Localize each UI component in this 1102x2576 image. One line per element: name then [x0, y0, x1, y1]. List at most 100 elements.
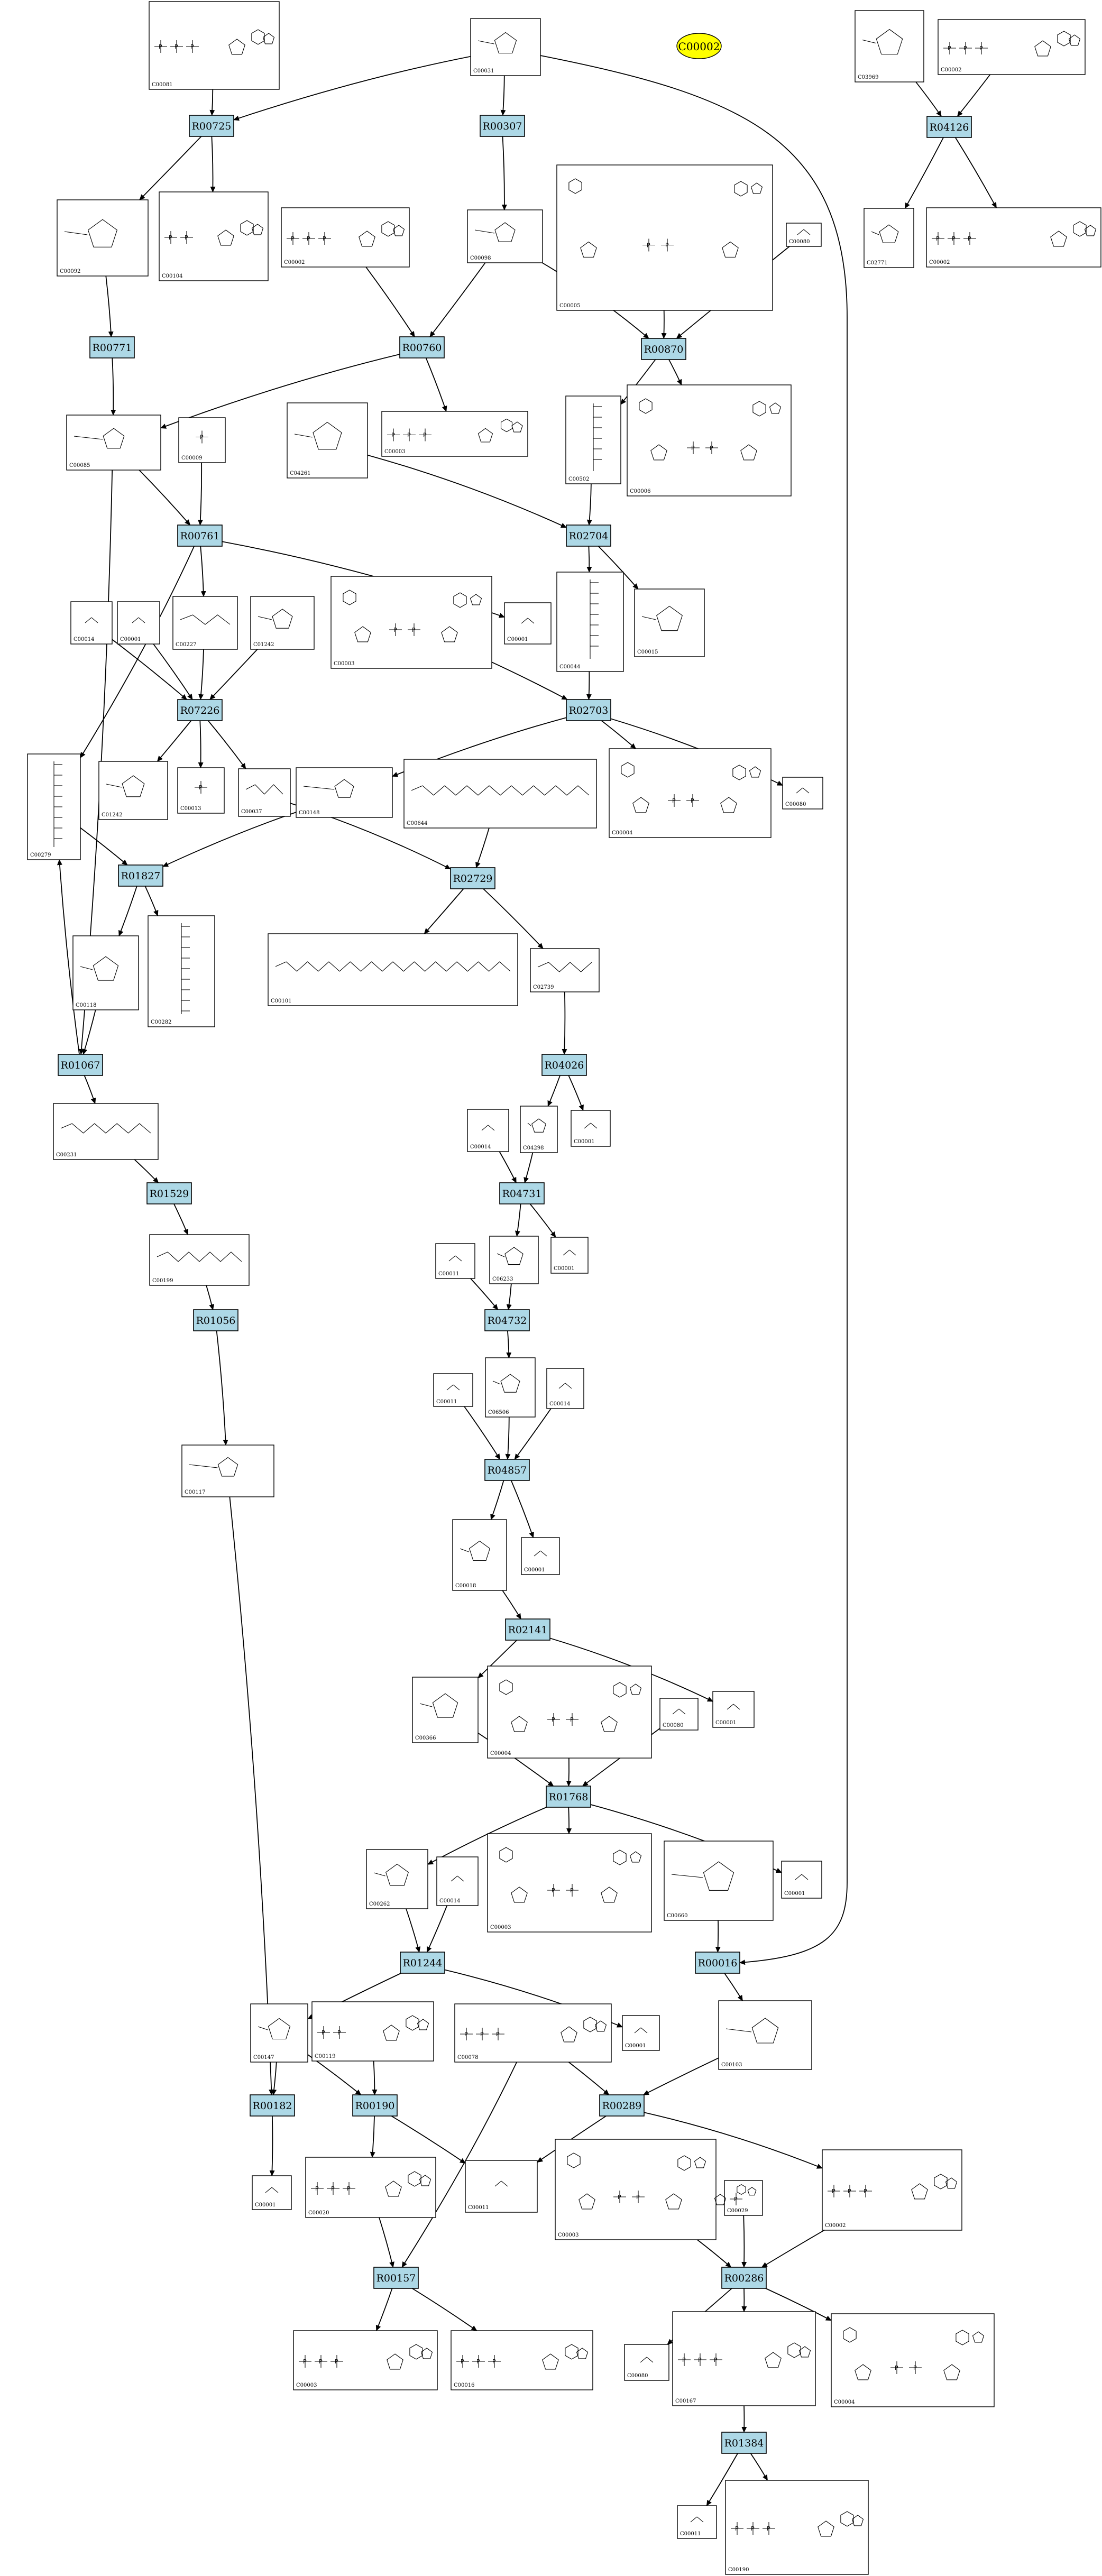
compound-n45[interactable]: C06233 — [489, 1236, 539, 1284]
compound-box[interactable] — [782, 777, 823, 809]
reaction-box[interactable] — [250, 2094, 295, 2117]
compound-n50[interactable]: C00014 — [546, 1368, 584, 1409]
reaction-node-r01827[interactable]: R01827 — [118, 864, 163, 887]
compound-n19[interactable]: C00014 — [70, 601, 113, 645]
compound-box[interactable] — [57, 199, 149, 277]
reaction-node-r00307[interactable]: R00307 — [480, 115, 525, 137]
compound-n42[interactable]: C00001 — [571, 1110, 611, 1147]
compound-n52[interactable]: C00001 — [521, 1537, 560, 1575]
compound-box[interactable] — [70, 601, 113, 645]
compound-box[interactable] — [381, 411, 528, 457]
compound-n58[interactable]: C00014 — [436, 1856, 479, 1906]
compound-n38[interactable]: C02739 — [530, 948, 600, 992]
compound-box[interactable] — [72, 935, 139, 1010]
reaction-node-r01529[interactable]: R01529 — [146, 1182, 192, 1204]
reaction-node-r00190[interactable]: R00190 — [352, 2094, 398, 2117]
compound-n65[interactable]: C00001 — [622, 2015, 660, 2051]
compound-box[interactable] — [546, 1368, 584, 1409]
compound-box[interactable] — [555, 2139, 717, 2240]
compound-box[interactable] — [627, 384, 792, 496]
compound-box[interactable] — [250, 596, 315, 650]
compound-n39[interactable]: C00231 — [53, 1103, 159, 1160]
compound-box[interactable] — [53, 1103, 159, 1160]
compound-box[interactable] — [485, 1357, 536, 1418]
reaction-box[interactable] — [58, 1054, 103, 1076]
compound-n49[interactable]: C06506 — [485, 1357, 536, 1418]
compound-box[interactable] — [172, 596, 238, 650]
reaction-box[interactable] — [399, 336, 445, 358]
compound-n41[interactable]: C04298 — [520, 1106, 558, 1153]
compound-n66[interactable]: C00103 — [718, 2000, 812, 2070]
compound-n32[interactable]: C00644 — [403, 759, 597, 829]
compound-box[interactable] — [489, 1236, 539, 1284]
reaction-node-r04857[interactable]: R04857 — [484, 1459, 530, 1481]
compound-n25[interactable]: C00044 — [556, 572, 624, 672]
reaction-box[interactable] — [450, 867, 495, 889]
compound-n57[interactable]: C00262 — [366, 1849, 428, 1909]
compound-n44[interactable]: C00011 — [435, 1243, 475, 1279]
reaction-node-r00289[interactable]: R00289 — [599, 2094, 645, 2117]
compound-n30[interactable]: C00037 — [238, 768, 291, 817]
compound-box[interactable] — [677, 2505, 717, 2539]
compound-n62[interactable]: C00147 — [250, 2003, 308, 2063]
compound-box[interactable] — [98, 761, 168, 820]
compound-box[interactable] — [451, 2330, 593, 2390]
reaction-box[interactable] — [118, 864, 163, 887]
compound-box[interactable] — [436, 1856, 479, 1906]
compound-n27[interactable]: C00279 — [27, 753, 81, 860]
reaction-box[interactable] — [499, 1182, 545, 1204]
compound-box[interactable] — [435, 1243, 475, 1279]
compound-box[interactable] — [938, 19, 1086, 75]
compound-box[interactable] — [465, 2160, 538, 2213]
reaction-box[interactable] — [721, 2267, 767, 2289]
compound-n13[interactable]: C00085 — [66, 415, 161, 471]
reaction-node-r00157[interactable]: R00157 — [373, 2267, 419, 2289]
reaction-box[interactable] — [721, 2432, 767, 2454]
reaction-node-r00760[interactable]: R00760 — [399, 336, 445, 358]
compound-box[interactable] — [467, 1109, 509, 1152]
compound-n35[interactable]: C00118 — [72, 935, 139, 1010]
compound-box[interactable] — [403, 759, 597, 829]
compound-n17[interactable]: C00502 — [565, 395, 621, 484]
reaction-box[interactable] — [400, 1952, 445, 1974]
compound-box[interactable] — [664, 1841, 774, 1921]
compound-box[interactable] — [452, 1519, 507, 1591]
compound-box[interactable] — [781, 1861, 822, 1899]
reaction-box[interactable] — [541, 1054, 587, 1076]
compound-box[interactable] — [634, 588, 705, 657]
compound-box[interactable] — [724, 2180, 763, 2216]
compound-box[interactable] — [330, 576, 492, 669]
compound-n75[interactable]: C00080 — [624, 2344, 669, 2381]
reaction-box[interactable] — [599, 2094, 645, 2117]
compound-n53[interactable]: C00366 — [412, 1677, 479, 1743]
compound-n31[interactable]: C00148 — [296, 767, 393, 818]
reaction-node-r00016[interactable]: R00016 — [695, 1952, 740, 1974]
reaction-node-r00286[interactable]: R00286 — [721, 2267, 767, 2289]
compound-n22[interactable]: C01242 — [250, 596, 315, 650]
compound-n61[interactable]: C00001 — [781, 1861, 822, 1899]
reaction-node-r01244[interactable]: R01244 — [400, 1952, 445, 1974]
compound-n34[interactable]: C00080 — [782, 777, 823, 809]
compound-box[interactable] — [926, 207, 1101, 268]
compound-n40[interactable]: C00014 — [467, 1109, 509, 1152]
highlighted-compound-ellipse[interactable] — [676, 33, 722, 59]
compound-box[interactable] — [366, 1849, 428, 1909]
compound-n28[interactable]: C01242 — [98, 761, 168, 820]
reaction-node-r00870[interactable]: R00870 — [641, 338, 686, 360]
reaction-box[interactable] — [546, 1786, 591, 1808]
compound-box[interactable] — [181, 1445, 274, 1497]
compound-box[interactable] — [281, 207, 410, 268]
reaction-node-r07226[interactable]: R07226 — [177, 699, 223, 721]
compound-n46[interactable]: C00001 — [550, 1237, 589, 1274]
compound-n56[interactable]: C00001 — [712, 1691, 755, 1728]
